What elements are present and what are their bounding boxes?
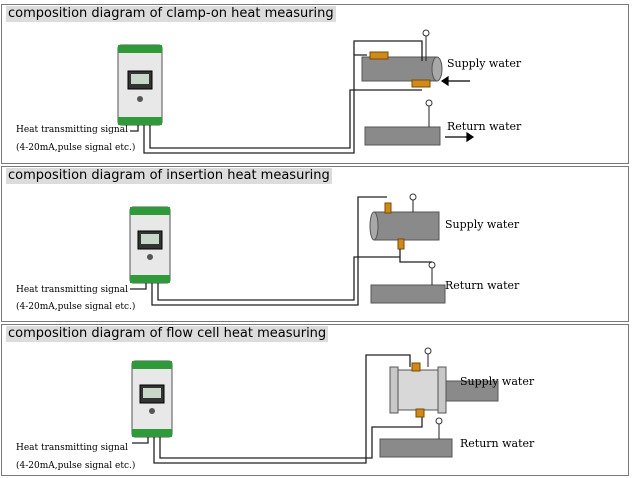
signal-label: Heat transmitting signal (16, 443, 128, 453)
supply-water-label: Supply water (447, 57, 522, 70)
return-water-label: Return water (460, 437, 535, 450)
supply-water-label: Supply water (445, 218, 520, 231)
clamp-transducer-icon (369, 51, 389, 60)
heat-meter-icon (117, 44, 163, 126)
insertion-diagram (129, 193, 446, 306)
temperature-sensor-icon (425, 99, 433, 107)
insertion-transducer-icon (384, 202, 405, 250)
pipe-icon (370, 284, 446, 304)
pipe-icon (445, 380, 499, 402)
pipe-icon (361, 56, 443, 82)
heat-meter-icon (131, 360, 173, 438)
return-water-label: Return water (447, 120, 522, 133)
panel-title: composition diagram of clamp-on heat mea… (6, 6, 336, 22)
pipe-icon (379, 438, 453, 458)
temperature-sensor-icon (422, 29, 430, 37)
panel-title: composition diagram of flow cell heat me… (6, 326, 329, 342)
pipe-icon (364, 126, 441, 146)
temperature-sensor-icon (428, 261, 436, 269)
return-water-label: Return water (445, 279, 520, 292)
temperature-sensor-icon (409, 193, 417, 201)
flow-cell-diagram (131, 347, 499, 464)
signal-wires (130, 196, 400, 306)
panel-flow-cell: composition diagram of flow cell heat me… (1, 324, 629, 476)
arrow-icon (440, 75, 470, 87)
signal-label: Heat transmitting signal (16, 125, 128, 135)
flow-cell-icon (389, 362, 447, 418)
temperature-sensor-icon (435, 417, 443, 425)
clamp-transducer-icon (411, 79, 431, 88)
panel-title: composition diagram of insertion heat me… (6, 168, 332, 184)
panel-insertion: composition diagram of insertion heat me… (1, 166, 629, 322)
arrow-icon (445, 131, 475, 143)
supply-water-label: Supply water (460, 375, 535, 388)
clamp-on-diagram (117, 29, 475, 154)
signal-detail: (4-20mA,pulse signal etc.) (16, 143, 136, 153)
signal-wires (132, 354, 423, 464)
signal-detail: (4-20mA,pulse signal etc.) (16, 302, 136, 312)
temperature-sensor-icon (424, 347, 432, 355)
signal-label: Heat transmitting signal (16, 285, 128, 295)
pipe-icon (369, 211, 440, 241)
panel-clamp-on: composition diagram of clamp-on heat mea… (1, 4, 629, 164)
signal-wires (130, 54, 422, 154)
heat-meter-icon (129, 206, 171, 284)
signal-detail: (4-20mA,pulse signal etc.) (16, 461, 136, 471)
